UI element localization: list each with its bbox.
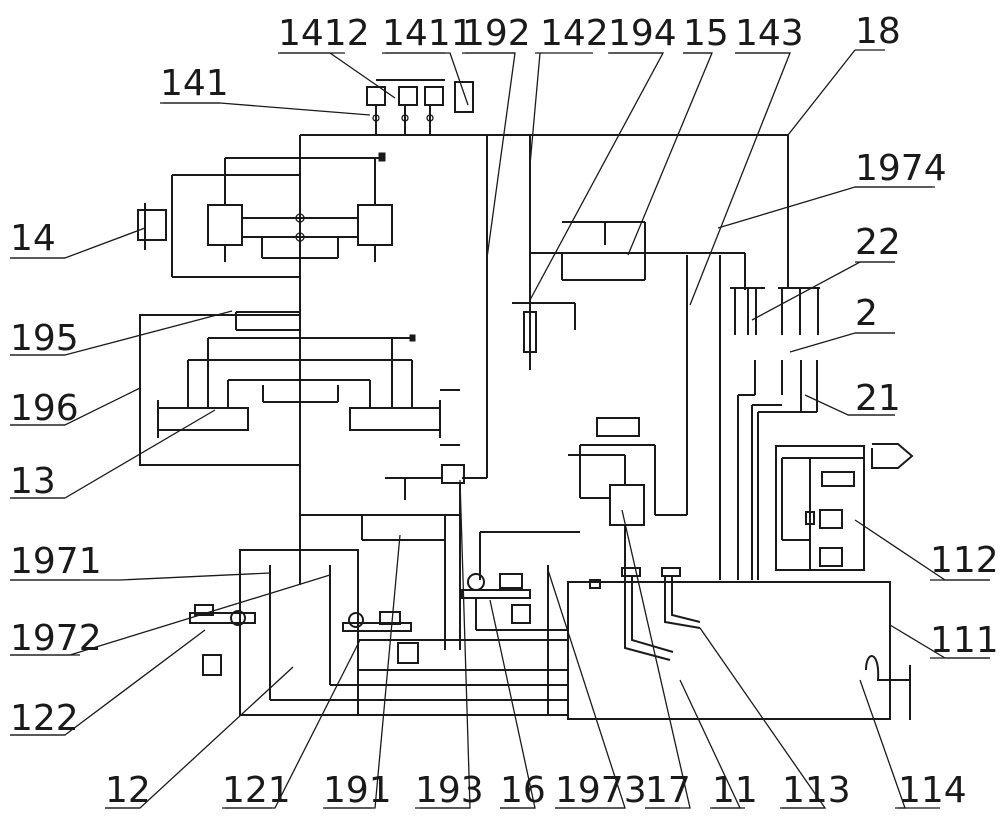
- label-121: 121: [222, 770, 291, 811]
- label-192: 192: [462, 13, 531, 54]
- label-111: 111: [930, 620, 999, 661]
- label-13: 13: [10, 461, 56, 502]
- label-15: 15: [683, 13, 729, 54]
- label-16: 16: [500, 770, 546, 811]
- labels: 141 1412 1411 192 142 194 15 143 18 1974…: [10, 11, 999, 811]
- valve-cluster-191: [300, 464, 465, 650]
- label-195: 195: [10, 318, 79, 359]
- main-tank-11: [567, 567, 911, 720]
- label-141: 141: [160, 63, 229, 104]
- label-22: 22: [855, 222, 901, 263]
- label-1974: 1974: [855, 148, 947, 189]
- label-21: 21: [855, 378, 901, 419]
- label-196: 196: [10, 388, 79, 429]
- label-194: 194: [608, 13, 677, 54]
- mixer-17: [479, 417, 656, 580]
- label-18: 18: [855, 11, 901, 52]
- label-112: 112: [930, 540, 999, 581]
- exchanger-pair-13: [139, 311, 460, 466]
- label-2: 2: [855, 293, 878, 334]
- label-11: 11: [712, 770, 758, 811]
- label-193: 193: [415, 770, 484, 811]
- label-114: 114: [898, 770, 967, 811]
- label-17: 17: [645, 770, 691, 811]
- tank-pair-14: [137, 152, 393, 278]
- label-142: 142: [540, 13, 609, 54]
- label-122: 122: [10, 698, 79, 739]
- filter-group-141: [366, 79, 474, 135]
- label-191: 191: [323, 770, 392, 811]
- branch-15-194: [512, 221, 646, 370]
- label-113: 113: [782, 770, 851, 811]
- outlet-group-22-21: [730, 287, 820, 580]
- label-143: 143: [735, 13, 804, 54]
- label-1412: 1412: [278, 13, 370, 54]
- pump-station-12: [189, 549, 568, 716]
- label-1971: 1971: [10, 541, 102, 582]
- control-unit-112: [775, 443, 914, 571]
- label-1973: 1973: [555, 770, 647, 811]
- label-14: 14: [10, 218, 56, 259]
- label-1411: 1411: [382, 13, 474, 54]
- label-12: 12: [105, 770, 151, 811]
- label-1972: 1972: [10, 618, 102, 659]
